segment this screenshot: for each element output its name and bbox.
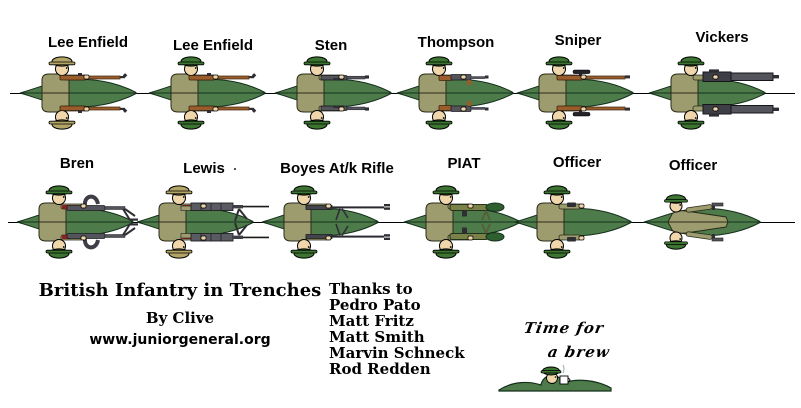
tea-mug [559, 375, 569, 385]
soldier-hand [212, 106, 219, 112]
thanks-name: Marvin Schneck [329, 344, 465, 362]
fold-line [8, 222, 795, 223]
soldier-hand [580, 74, 587, 80]
soldier-hand [712, 106, 719, 112]
unit-label-piat: PIAT [447, 155, 481, 172]
unit-label-lee-enfield: Lee Enfield [47, 34, 129, 51]
soldier-hand [467, 203, 474, 209]
soldier-figure-lee-enfield [19, 56, 137, 130]
soldier-hand [80, 235, 87, 241]
unit-label-sniper: Sniper [554, 32, 602, 49]
soldier-hand [338, 106, 345, 112]
unit-label-officer: Officer [668, 157, 718, 174]
soldier-body [667, 210, 729, 223]
unit-label-officer: Officer [552, 154, 602, 171]
figure-top-half [19, 56, 137, 94]
soldier-figure-lewis [136, 185, 269, 259]
figure-top-half [514, 185, 632, 223]
sheet-title: British Infantry in Trenches [38, 280, 322, 301]
unit-label-sten: Sten [314, 37, 348, 54]
website-url: www.juniorgeneral.org [89, 332, 271, 348]
figure-mirrored-half [148, 92, 266, 130]
figure-top-half [648, 56, 779, 94]
figure-top-half [403, 185, 521, 223]
byline: By Clive [145, 309, 215, 327]
soldier-hand [200, 235, 207, 241]
soldier-hand [80, 203, 87, 209]
soldier-figure-lee-enfield [148, 56, 266, 130]
figure-mirrored-half [403, 221, 521, 259]
brew-caption-line1: Time for [522, 319, 606, 337]
soldier-body [667, 221, 729, 234]
soldier-hand [460, 74, 467, 80]
figure-mirrored-half [648, 92, 779, 130]
brew-caption-line2: a brew [546, 343, 612, 361]
soldier-hand [578, 235, 585, 241]
soldier-figure-thompson [396, 56, 514, 130]
soldier-hand [338, 74, 345, 80]
steam [562, 364, 565, 374]
soldier-hand [460, 106, 467, 112]
trench-mound [516, 78, 634, 94]
unit-label-lewis: Lewis [183, 160, 225, 177]
figure-mirrored-half [19, 92, 137, 130]
figure-top-half [136, 185, 269, 223]
figure-mirrored-half [516, 92, 634, 130]
stray-dot [234, 168, 236, 170]
thanks-name: Matt Smith [329, 328, 425, 346]
pistol [711, 202, 724, 207]
soldier-figure-officer [514, 185, 632, 259]
soldier-figure-sniper [516, 56, 634, 130]
unit-label-boyes-at-k-rifle: Boyes At/k Rifle [280, 160, 394, 177]
thanks-heading: Thanks to [329, 280, 413, 298]
soldier-hand [83, 74, 90, 80]
thanks-name: Rod Redden [329, 360, 431, 378]
figure-mirrored-half [274, 92, 392, 130]
figure-top-half [148, 56, 266, 94]
soldier-figure-sten [274, 56, 392, 130]
figure-top-half [274, 56, 392, 94]
soldier-hand [325, 235, 332, 241]
trench-mound [516, 92, 634, 108]
figure-top-half [396, 56, 514, 94]
figure-mirrored-half [16, 221, 138, 259]
soldier-hand [200, 203, 207, 209]
trench-mound [261, 207, 379, 223]
unit-label-thompson: Thompson [417, 34, 495, 51]
soldier-figure-vickers [648, 56, 779, 130]
soldier-hand [83, 106, 90, 112]
tea-break-cartoon [498, 364, 612, 392]
pistol [711, 237, 724, 242]
figure-top-half [643, 194, 761, 223]
figure-mirrored-half [514, 221, 632, 259]
soldier-hand [580, 106, 587, 112]
figure-top-half [16, 185, 138, 223]
thanks-name: Matt Fritz [329, 312, 414, 330]
unit-label-vickers: Vickers [695, 29, 749, 46]
thanks-name: Pedro Pato [329, 296, 421, 314]
soldier-hand [578, 203, 585, 209]
figure-mirrored-half [136, 221, 269, 259]
figure-top-half [261, 185, 390, 223]
soldier-figure-piat [403, 185, 521, 259]
soldier-figure-boyes-at-k-rifle [261, 185, 390, 259]
soldier-hand [467, 235, 474, 241]
figure-mirrored-half [261, 221, 390, 259]
figure-mirrored-half [396, 92, 514, 130]
unit-label-bren: Bren [59, 155, 95, 172]
soldier-figure-bren [16, 185, 138, 259]
soldier-hand [325, 203, 332, 209]
trench-mound [261, 221, 379, 237]
soldier-figure-officer [643, 194, 761, 250]
unit-label-lee-enfield: Lee Enfield [172, 37, 254, 54]
soldier-hand [212, 74, 219, 80]
figure-mirrored-half [643, 221, 761, 250]
soldier-hand [712, 74, 719, 80]
figure-top-half [516, 56, 634, 94]
